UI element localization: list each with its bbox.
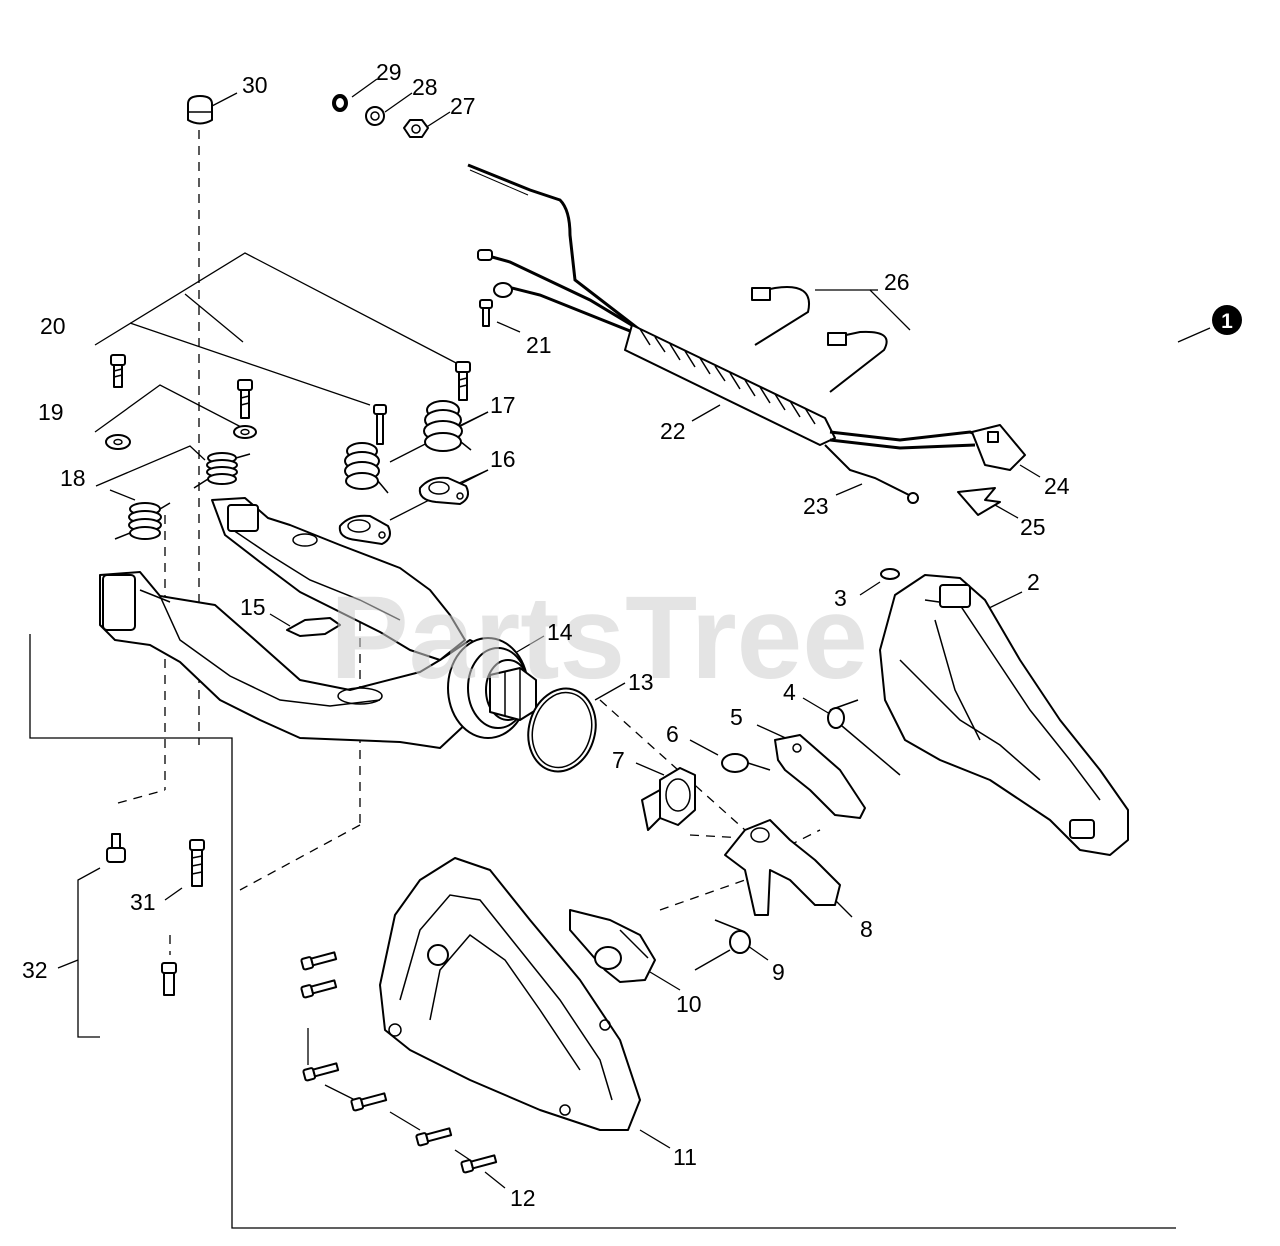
part-20-screws[interactable] (110, 354, 471, 445)
callout-10[interactable]: 10 (676, 991, 702, 1017)
part-3-clip[interactable] (880, 568, 900, 580)
callout-4[interactable]: 4 (783, 679, 796, 705)
callout-9[interactable]: 9 (772, 959, 785, 985)
part-24-connector[interactable] (829, 424, 1026, 471)
part-8-trigger[interactable] (724, 819, 841, 916)
callout-11[interactable]: 11 (673, 1144, 697, 1170)
callout-23[interactable]: 23 (803, 493, 829, 519)
part-30-cap[interactable] (187, 95, 213, 125)
callout-31[interactable]: 31 (130, 889, 156, 915)
part-15-clip[interactable] (286, 617, 341, 637)
part-28-nut[interactable] (365, 106, 385, 126)
part-23-cable-end[interactable] (824, 444, 919, 504)
callout-32[interactable]: 32 (22, 957, 48, 983)
part-32-bolts[interactable] (106, 833, 177, 996)
callout-29[interactable]: 29 (376, 59, 402, 85)
part-17-springs[interactable] (344, 400, 472, 494)
callout-22[interactable]: 22 (660, 418, 686, 444)
part-29-washer[interactable] (332, 94, 348, 112)
callout-2[interactable]: 2 (1027, 569, 1040, 595)
callout-17[interactable]: 17 (490, 392, 516, 418)
part-16-plates[interactable] (338, 476, 469, 545)
part-19-washers[interactable] (105, 425, 257, 450)
part-22-wire-harness[interactable] (467, 163, 836, 446)
callout-14[interactable]: 14 (547, 619, 573, 645)
alignment-dashes (117, 130, 821, 955)
callout-6[interactable]: 6 (666, 721, 679, 747)
part-7-spool[interactable] (641, 767, 696, 831)
callout-18[interactable]: 18 (60, 465, 86, 491)
part-21-screw[interactable] (479, 299, 493, 327)
callout-20[interactable]: 20 (40, 313, 66, 339)
callout-27[interactable]: 27 (450, 93, 476, 119)
callout-12[interactable]: 12 (510, 1185, 536, 1211)
part-14-hub[interactable] (447, 637, 537, 739)
callout-19[interactable]: 19 (38, 399, 64, 425)
part-31-bolt[interactable] (189, 839, 205, 887)
callout-30[interactable]: 30 (242, 72, 268, 98)
part-12-screws[interactable] (300, 950, 498, 1174)
watermark: PartsTree (330, 572, 868, 704)
part-26-cable-ties[interactable] (751, 286, 888, 393)
callout-7[interactable]: 7 (612, 747, 625, 773)
part-2-handle-housing[interactable] (879, 574, 1129, 856)
callout-28[interactable]: 28 (412, 74, 438, 100)
callout-21[interactable]: 21 (526, 332, 552, 358)
frame-lines (29, 634, 1176, 1229)
callout-3[interactable]: 3 (834, 585, 847, 611)
badge-number: 1 (1221, 310, 1233, 333)
callout-25[interactable]: 25 (1020, 514, 1046, 540)
callout-16[interactable]: 16 (490, 446, 516, 472)
callout-8[interactable]: 8 (860, 916, 873, 942)
part-10-cylinder[interactable] (569, 909, 656, 983)
callout-13[interactable]: 13 (628, 669, 654, 695)
part-13-o-ring[interactable] (519, 681, 604, 779)
callout-labels: 2 3 4 5 6 7 8 9 10 11 12 13 14 15 16 17 … (22, 59, 1070, 1211)
part-18-springs[interactable] (114, 452, 251, 540)
leader-lines (57, 78, 1211, 1189)
callout-15[interactable]: 15 (240, 594, 266, 620)
part-9-spring[interactable] (694, 919, 751, 971)
part-11-cover[interactable] (379, 857, 641, 1131)
callout-24[interactable]: 24 (1044, 473, 1070, 499)
callout-26[interactable]: 26 (884, 269, 910, 295)
callout-5[interactable]: 5 (730, 704, 743, 730)
part-6-spring[interactable] (721, 753, 771, 773)
part-5-lever[interactable] (774, 734, 866, 819)
part-4-torsion-spring[interactable] (827, 699, 901, 776)
part-27-nut[interactable] (403, 119, 429, 138)
diagram-badge: 1 (1212, 305, 1242, 335)
handle-frame[interactable] (99, 497, 501, 749)
part-25-label[interactable] (957, 487, 1001, 516)
